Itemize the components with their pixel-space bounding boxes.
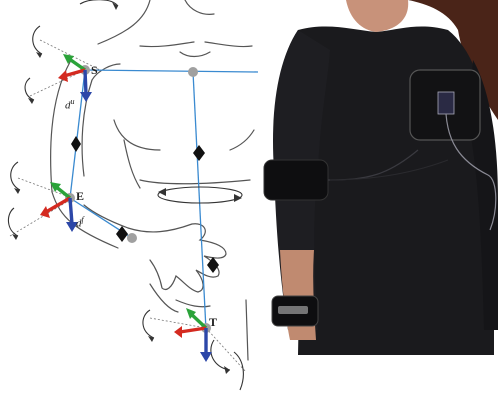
upper-arm-bone: [70, 70, 85, 198]
distance-superscript: f: [82, 215, 84, 224]
hand-outline: [128, 224, 226, 292]
neck-outline: [98, 0, 150, 44]
sensor-diamond-icon: [71, 136, 81, 152]
distance-superscript: u: [71, 97, 75, 106]
photo-illustration: [258, 0, 498, 355]
shoulder-label: S: [91, 64, 98, 76]
sternum-notch: [180, 52, 210, 57]
joint-dot-icon: [188, 67, 198, 77]
forearm-distance-label: df: [76, 216, 84, 230]
sensor-diamond-icon: [193, 145, 205, 161]
chin-outline: [185, 0, 214, 14]
clavicle-left: [140, 42, 194, 47]
upper-arm-sensor-band: [264, 160, 328, 200]
chest-sensor-device: [438, 92, 454, 114]
elbow-label: E: [76, 190, 84, 202]
neck: [346, 0, 408, 32]
torso-inner-line: [124, 140, 140, 188]
curved-rotation-arrow-icon: [80, 0, 118, 6]
elbow-x-axis: [46, 198, 70, 212]
arm-kinematics-diagram: [0, 0, 258, 399]
arrowhead: [200, 352, 212, 362]
clavicle-right: [205, 42, 252, 47]
arrowhead: [158, 188, 166, 196]
curved-rotation-arrow-icon: [143, 310, 154, 338]
elbow-axis-dash-2: [10, 200, 70, 236]
curved-rotation-arrow-icon: [11, 162, 20, 190]
elbow-z-axis: [70, 198, 72, 224]
curved-rotation-arrow-icon: [234, 352, 243, 390]
arrowhead: [174, 326, 182, 338]
curved-rotation-arrow-icon: [25, 78, 34, 100]
wrist-x-axis: [180, 328, 206, 332]
arrowhead: [234, 194, 242, 202]
chest-right: [230, 130, 254, 150]
finger-outline-1: [150, 284, 178, 312]
upper-arm-distance-label: du: [65, 98, 75, 112]
wrist-axis-dash-2: [206, 328, 246, 372]
wrist-label: T: [209, 316, 217, 328]
shoulder-line: [85, 70, 258, 72]
chest-left: [114, 120, 160, 150]
shoulder-z-axis: [85, 70, 86, 94]
joint-dot-icon: [127, 233, 137, 243]
abdomen-line: [140, 180, 250, 184]
arrowhead: [224, 366, 230, 374]
wrist-band-logo: [278, 306, 308, 314]
waist-outline: [246, 300, 248, 360]
sensor-garment-photo: [258, 0, 498, 355]
forearm-inner-outline: [84, 205, 128, 228]
curved-rotation-arrow-icon: [8, 208, 18, 236]
curved-rotation-arrow-icon: [211, 340, 230, 370]
